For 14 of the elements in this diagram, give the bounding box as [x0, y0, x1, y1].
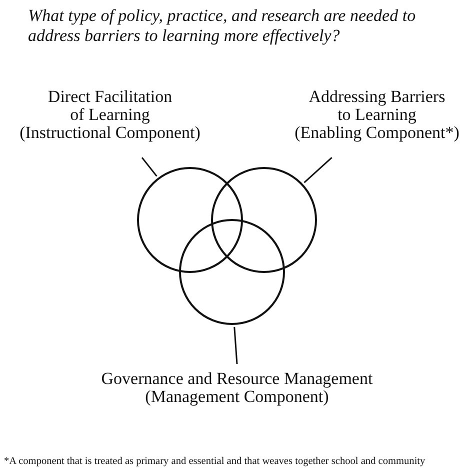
circle-outline	[137, 167, 243, 273]
component-subtitle: (Instructional Component)	[18, 124, 202, 142]
leader-line	[141, 157, 158, 177]
circle-outline	[211, 167, 317, 273]
component-label: Governance and Resource Management	[100, 370, 374, 388]
leader-line	[304, 156, 332, 184]
footnote: *A component that is treated as primary and essential and that weaves together school and community	[4, 456, 426, 468]
circle-outline	[179, 219, 285, 325]
question-text: What type of policy, practice, and research are needed to address barriers to learning more effectively?	[28, 6, 417, 46]
component-subtitle: (Management Component)	[144, 388, 329, 406]
component-label: Addressing Barriers to Learning	[308, 88, 446, 124]
component-subtitle: (Enabling Component*)	[294, 124, 460, 142]
component-label: Direct Facilitation of Learning	[46, 88, 174, 124]
leader-line	[234, 326, 238, 364]
